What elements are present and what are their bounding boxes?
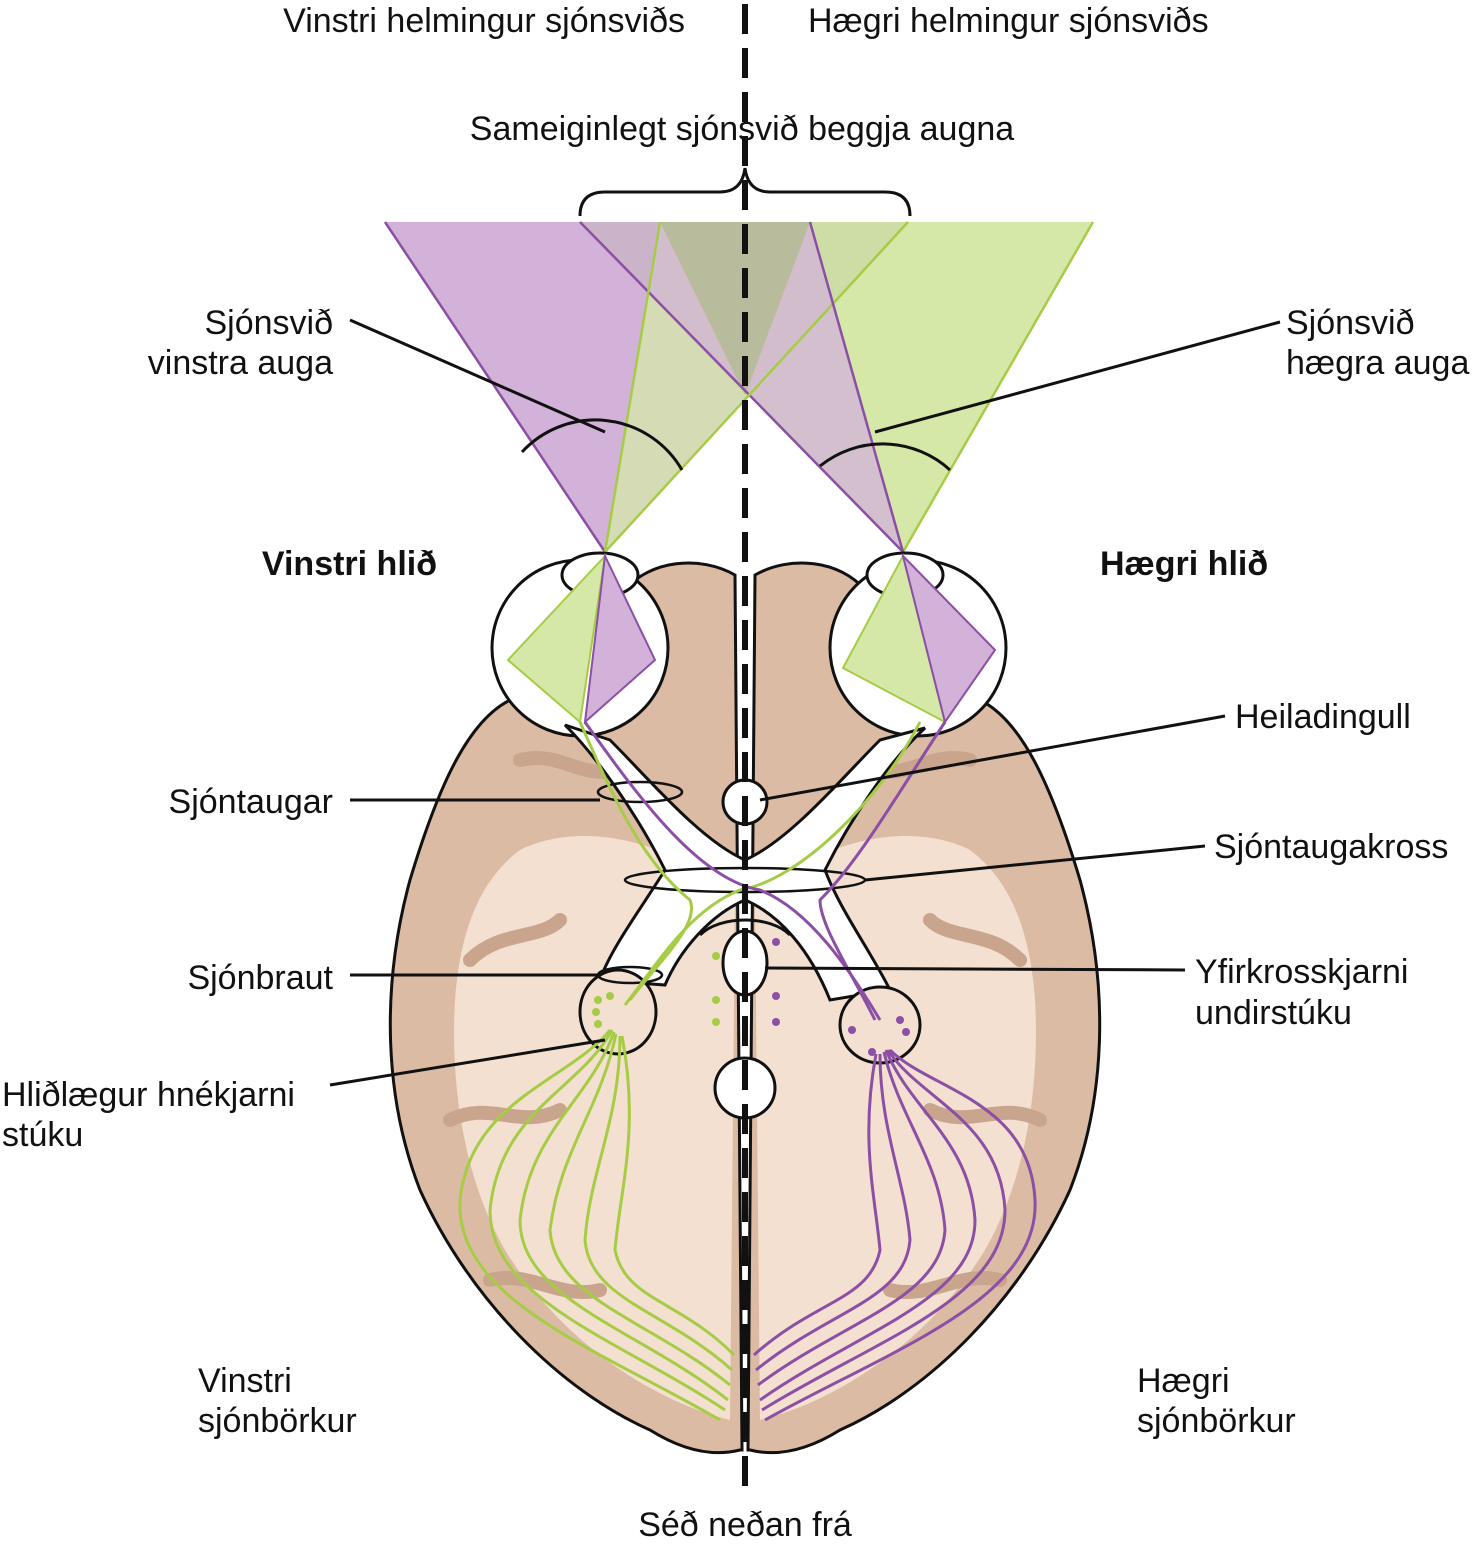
optic-chiasm-label: Sjóntaugakross [1214, 828, 1448, 866]
view-label: Séð neðan frá [638, 1506, 852, 1544]
cone-edge [604, 221, 909, 553]
cone-edge [383, 221, 607, 553]
hypothalamus-arc [698, 918, 792, 937]
binocular-field-label: Sameiginlegt sjónsvið beggja augna [470, 110, 1014, 148]
cone-edge [901, 221, 1095, 553]
left-eye-field-label-1: Sjónsvið [204, 304, 333, 342]
right-eye-field-label-1: Sjónsvið [1286, 304, 1415, 342]
left-pathway-fibres [458, 721, 922, 1422]
right-lgn [838, 985, 922, 1065]
fibre-terminals [592, 938, 910, 1056]
right-eye-angle-arc [819, 442, 952, 472]
left-side-label: Vinstri hlið [262, 545, 437, 583]
right-eye-field-label-2: hægra auga [1286, 344, 1469, 382]
left-half-field-label: Vinstri helmingur sjónsviðs [283, 2, 685, 40]
suprachiasmatic-label-2: undirstúku [1195, 994, 1352, 1032]
cone-edge [579, 221, 904, 553]
lgn-label-2: stúku [2, 1116, 83, 1154]
left-eye [490, 551, 670, 738]
left-sulci [443, 751, 627, 1300]
right-half-field-label: Hægri helmingur sjónsviðs [808, 2, 1209, 40]
pituitary-label: Heiladingull [1235, 698, 1411, 736]
visual-field-cones [383, 221, 1095, 553]
lgn-label-1: Hliðlægur hnékjarni [2, 1076, 295, 1114]
optic-tract-label: Sjónbraut [187, 959, 333, 997]
optic-nerves-label: Sjóntaugar [169, 783, 333, 821]
right-cortex-label-2: sjónbörkur [1137, 1402, 1296, 1440]
right-sulci [863, 751, 1047, 1300]
optic-nerve-ring [596, 780, 684, 804]
suprachiasmatic-label-1: Yfirkrosskjarni [1195, 953, 1408, 991]
cone-edge [603, 221, 662, 553]
binocular-brace [578, 167, 912, 217]
brain [388, 561, 1102, 1455]
binocular-core [660, 222, 810, 395]
left-eye-angle-arc [520, 418, 684, 471]
right-side-label: Hægri hlið [1100, 545, 1268, 583]
left-cortex-label-2: sjónbörkur [198, 1402, 357, 1440]
right-cortex-label-1: Hægri [1137, 1362, 1230, 1400]
right-eye [828, 551, 1008, 738]
right-pathway-fibres [583, 721, 1037, 1422]
cone-edge [808, 221, 905, 553]
leader-lines [329, 318, 1281, 1087]
left-cortex-label-1: Vinstri [198, 1362, 292, 1400]
left-eye-field-label-2: vinstra auga [148, 344, 333, 382]
